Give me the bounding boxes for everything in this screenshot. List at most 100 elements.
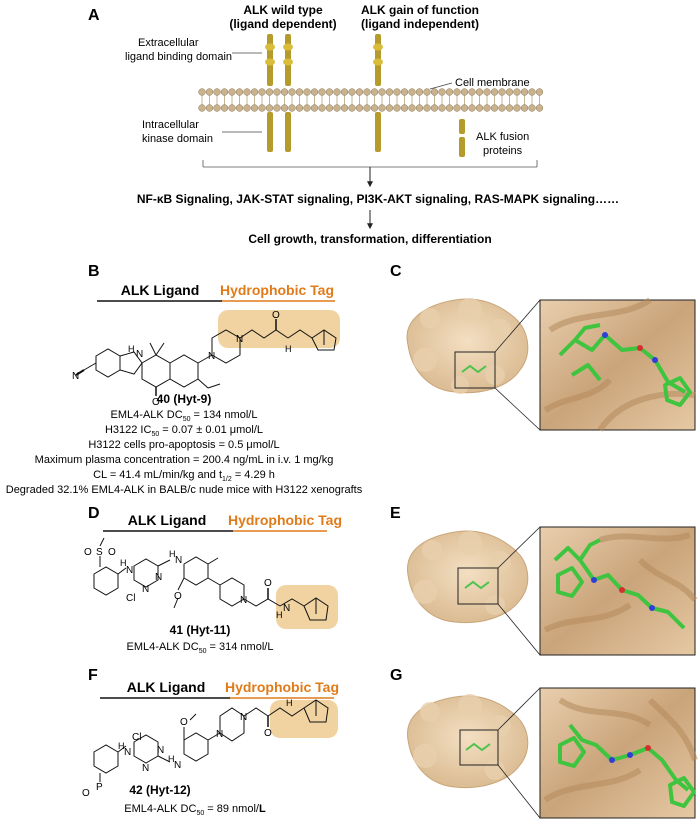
lipid-head-outer [325, 88, 334, 96]
ligand-binding-bulge [373, 58, 383, 66]
s-o1: O [84, 547, 92, 558]
cyano-triple [75, 369, 85, 376]
ligand-sticks-c [558, 323, 692, 407]
ethyl-2 [207, 383, 221, 389]
cyano-n: N [72, 371, 79, 382]
lipid-head-inner [348, 104, 356, 112]
ligand-binding-bulge [265, 58, 275, 66]
nh2-h-42: H [168, 754, 175, 764]
panel-label-c: C [390, 263, 402, 280]
methyl-1 [149, 342, 157, 356]
lipid-head-inner [445, 104, 454, 112]
lipid-head-outer [348, 88, 356, 96]
aniline-ring [183, 556, 209, 586]
lipid-head-inner [438, 104, 446, 112]
piperazine-n1: N [208, 351, 215, 362]
pentanoyl-chain [239, 329, 289, 339]
acetamide-42 [243, 707, 269, 717]
lipid-head-inner [400, 104, 409, 112]
zoom-line-g-top [497, 687, 541, 731]
lipid-head-inner [468, 104, 476, 112]
lipid-head-outer [228, 88, 236, 96]
norbornene-41 [303, 597, 329, 621]
lipid-head-inner [535, 104, 544, 112]
fusion-protein-part [459, 137, 465, 157]
binding-site-box-e [457, 567, 499, 605]
fusion-protein-part [459, 119, 465, 134]
zoom-panel-g [539, 687, 696, 819]
extracellular-label-1: Extracellular [138, 37, 199, 49]
zoom-line-g-bottom [497, 764, 541, 819]
tag-highlight [218, 310, 340, 348]
piperidine-n: N [240, 595, 247, 606]
lipid-head-inner [415, 104, 424, 112]
lipid-head-inner [378, 104, 386, 112]
lipid-head-inner [483, 104, 491, 112]
methoxyaniline [183, 732, 209, 762]
nh1-n-42: N [124, 747, 131, 758]
ligand-binding-bulge [373, 43, 383, 51]
methoxy [189, 713, 197, 721]
zoom-line-c-top [494, 299, 541, 353]
amide-h-41: H [276, 610, 283, 620]
lipid-head-inner [430, 104, 439, 112]
heteroatoms-g [609, 745, 651, 763]
ligand-binding-bulge [283, 43, 293, 51]
lipid-head-outer [490, 88, 499, 96]
pyrimidine-n1: N [142, 584, 149, 595]
lipid-head-outer [445, 88, 454, 96]
lipid-head-inner [303, 104, 311, 112]
lipid-head-outer [318, 88, 326, 96]
methyl-41 [207, 557, 219, 565]
lipid-head-outer [438, 88, 446, 96]
lipid-head-inner [423, 104, 431, 112]
piperazine-n2: N [236, 334, 243, 345]
lipid-head-outer [273, 88, 281, 96]
pyrimidine-to-nh-42 [157, 755, 171, 763]
compound-40-fact: Maximum plasma concentration = 200.4 ng/… [35, 454, 334, 466]
amide-to-norbornene-41 [279, 598, 305, 607]
panel-label-f: F [88, 667, 98, 684]
panel-d: D ALK Ligand Hydrophobic Tag S O [84, 505, 342, 655]
isopropoxy [173, 597, 179, 609]
aryl-ring [169, 354, 199, 388]
lipid-head-inner [498, 104, 506, 112]
lipid-head-inner [228, 104, 236, 112]
lipid-head-inner [220, 104, 229, 112]
lipid-head-outer [310, 88, 319, 96]
lipid-head-inner [513, 104, 521, 112]
lipid-head-outer [288, 88, 296, 96]
cell-membrane-bilayer [198, 88, 544, 112]
lipid-head-outer [513, 88, 521, 96]
piperazine-n1-42: N [216, 729, 223, 740]
lipid-head-outer [198, 88, 206, 96]
fusion-label-2: proteins [483, 145, 523, 157]
lipid-head-inner [370, 104, 379, 112]
compound-41-name: 41 (Hyt-11) [170, 623, 231, 637]
lipid-head-outer [220, 88, 229, 96]
membrane-label: Cell membrane [455, 77, 530, 89]
lipid-head-outer [250, 88, 259, 96]
compound-40-fact: H3122 cells pro-apoptosis = 0.5 μmol/L [88, 439, 279, 451]
intracellular-label-2: kinase domain [142, 133, 213, 145]
nh1-h-42: H [118, 741, 125, 751]
compound-40-name: 40 (Hyt-9) [157, 392, 212, 406]
lipid-head-outer [483, 88, 491, 96]
lipid-head-inner [505, 104, 514, 112]
phosphoryl-o: O [82, 788, 90, 799]
pyrrole-ring [119, 351, 143, 375]
lipid-head-inner [355, 104, 364, 112]
amide-o: O [272, 310, 280, 321]
zoom-panel-e [539, 526, 696, 656]
lipid-head-inner [490, 104, 499, 112]
ligand-sticks-e [553, 538, 686, 630]
panel-label-a: A [88, 7, 100, 24]
methoxy-o: O [180, 717, 188, 728]
phosphorus: P [96, 782, 103, 793]
lipid-head-inner [295, 104, 304, 112]
lipid-head-outer [333, 88, 341, 96]
zoom-helices-g [543, 697, 698, 803]
norbornene-42 [303, 699, 329, 723]
tag-highlight-42 [270, 700, 338, 738]
